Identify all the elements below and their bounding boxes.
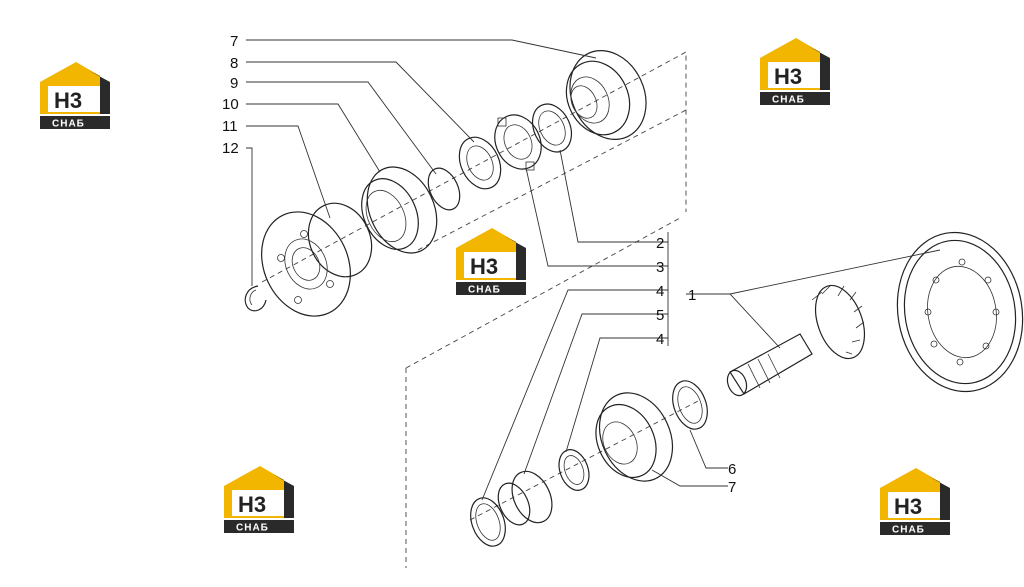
logo-brand-top: H3 — [470, 254, 498, 279]
logo-roof-shade — [272, 474, 294, 518]
logo-bar — [456, 282, 526, 295]
callout-6: 6 — [728, 461, 736, 478]
part-8-spacer — [458, 136, 502, 190]
part-7-bearing-upper — [565, 50, 647, 140]
logo-panel — [232, 490, 284, 516]
part-6-shim — [672, 380, 708, 430]
logo-panel — [464, 252, 516, 278]
logo-roof-shade — [928, 476, 950, 520]
callout-5: 5 — [656, 307, 664, 324]
logo-brand-bottom: СНАБ — [52, 119, 85, 130]
part-4-shim-lower — [470, 497, 506, 547]
part-1-crown-wheel — [896, 231, 1024, 393]
callout-4-upper: 4 — [656, 283, 664, 300]
logo-roof-shade — [808, 46, 830, 90]
logo-bar — [40, 116, 110, 129]
callout-9: 9 — [230, 75, 238, 92]
logo-roof-shade — [504, 236, 526, 280]
callout-2: 2 — [656, 235, 664, 252]
logo-brand-bottom: СНАБ — [772, 95, 805, 106]
logo-roof-shade — [88, 70, 110, 114]
logo-bar — [224, 520, 294, 533]
callout-3: 3 — [656, 259, 664, 276]
part-4-shim-upper — [558, 449, 590, 491]
part-9-o-ring — [427, 167, 461, 211]
logo-bar — [880, 522, 950, 535]
logo-bar — [760, 92, 830, 105]
callout-8: 8 — [230, 55, 238, 72]
logo-panel — [768, 62, 820, 88]
logo-brand-top: H3 — [238, 492, 266, 517]
part-1-bevel-pinion — [726, 284, 866, 397]
logo-panel — [48, 86, 100, 112]
callout-7-upper: 7 — [230, 33, 238, 50]
callout-4-lower: 4 — [656, 331, 664, 348]
part-2-lock-washer — [531, 103, 573, 153]
leader-lines — [246, 39, 941, 501]
logo-brand-top: H3 — [894, 494, 922, 519]
logo-brand-top: H3 — [54, 88, 82, 113]
part-7-bearing-lower — [595, 392, 674, 482]
logo-brand-bottom: СНАБ — [892, 525, 925, 536]
callout-10: 10 — [222, 96, 239, 113]
logo-brand-top: H3 — [774, 64, 802, 89]
part-12-circlip — [244, 285, 267, 312]
part-10-threaded-sleeve — [361, 166, 438, 254]
logo-brand-bottom: СНАБ — [468, 285, 501, 296]
logo-panel — [888, 492, 940, 518]
part-5-spacer — [497, 470, 553, 526]
part-3-ring-nut — [494, 114, 542, 171]
callout-12: 12 — [222, 140, 239, 157]
callout-7-lower: 7 — [728, 479, 736, 496]
dashed-frames — [261, 51, 701, 568]
part-11-flange — [261, 202, 373, 317]
logo-brand-bottom: СНАБ — [236, 523, 269, 534]
callout-11: 11 — [222, 118, 238, 135]
callout-labels: 7 8 9 10 11 12 2 3 4 5 4 1 6 7 — [222, 33, 736, 496]
callout-1: 1 — [688, 287, 696, 304]
